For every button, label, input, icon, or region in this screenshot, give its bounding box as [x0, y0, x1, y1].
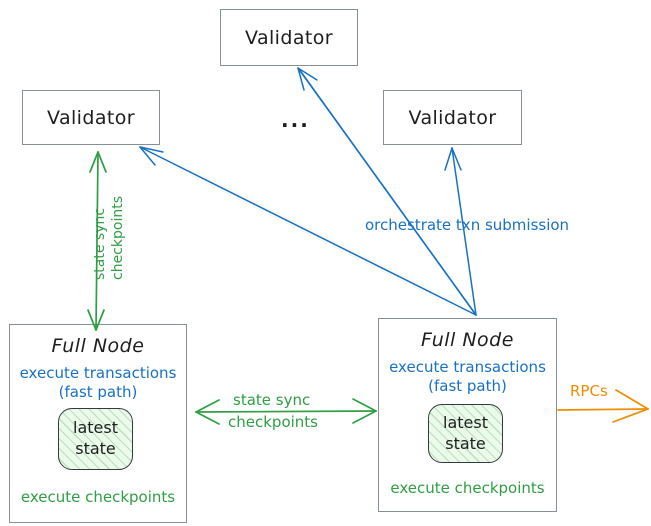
label-state-sync-vertical: state sync [92, 207, 108, 280]
label-checkpoints-middle: checkpoints [228, 413, 318, 431]
full-node-left-box[interactable]: Full Node execute transactions (fast pat… [9, 324, 187, 523]
validator-top-box[interactable]: Validator [220, 9, 358, 66]
full-node-right-fast-path: (fast path) [428, 376, 507, 395]
label-state-sync-middle: state sync [233, 391, 311, 409]
validator-right-label: Validator [408, 106, 497, 129]
validator-top-label: Validator [245, 26, 333, 49]
label-rpcs: RPCs [570, 382, 608, 400]
full-node-right-execute-checkpoints: execute checkpoints [390, 479, 545, 497]
full-node-left-execute-checkpoints: execute checkpoints [20, 488, 176, 506]
full-node-right-execute-transactions: execute transactions [389, 358, 546, 376]
label-orchestrate-txn-submission: orchestrate txn submission [365, 216, 570, 234]
validator-left-box[interactable]: Validator [22, 90, 160, 145]
latest-state-left-line1: latest [73, 418, 118, 438]
full-node-right-title: Full Node [421, 329, 514, 351]
latest-state-left-line2: state [75, 439, 116, 458]
full-node-left-execute-transactions: execute transactions [19, 364, 177, 382]
latest-state-right-line1: latest [443, 412, 488, 432]
label-checkpoints-vertical: checkpoints [110, 196, 126, 280]
full-node-right-latest-state-box[interactable]: latest state [428, 404, 503, 463]
full-node-left-latest-state-box[interactable]: latest state [58, 408, 133, 470]
latest-state-right-line2: state [445, 433, 486, 453]
ellipsis-label: ... [281, 108, 310, 132]
full-node-left-title: Full Node [51, 335, 145, 357]
validator-right-box[interactable]: Validator [383, 90, 522, 145]
full-node-left-fast-path: (fast path) [58, 382, 138, 401]
validator-left-label: Validator [47, 106, 135, 129]
